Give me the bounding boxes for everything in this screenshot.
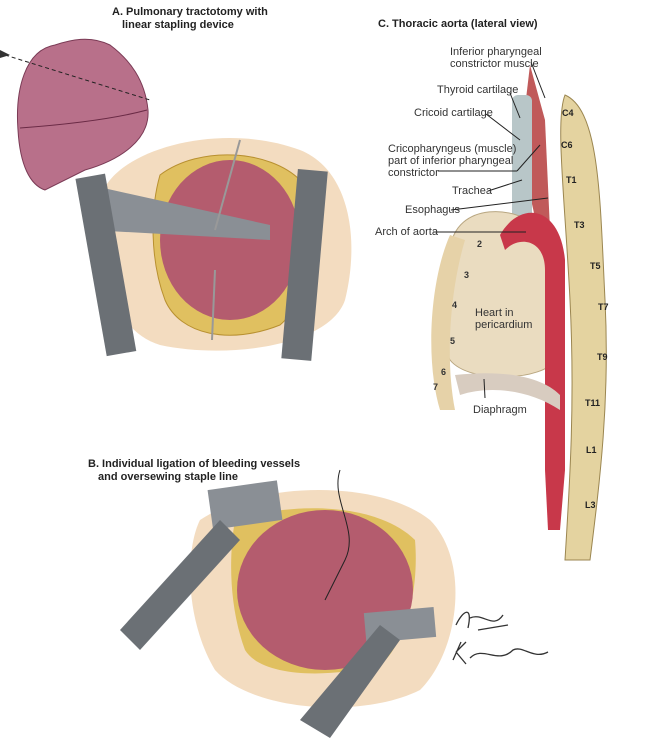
label-line: constrictor muscle	[450, 58, 539, 70]
surgical-field-a	[75, 138, 352, 361]
rib-label: 3	[464, 270, 470, 280]
label-line: Inferior pharyngeal	[450, 46, 542, 58]
panel-b-title-line1: B. Individual ligation of bleeding vesse…	[88, 458, 301, 470]
artist-signatures	[452, 611, 549, 665]
vertebra-label: T7	[598, 302, 609, 312]
panel-a-title: A. Pulmonary tractotomy with linear stap…	[112, 6, 268, 32]
label-line: Heart in	[475, 307, 514, 319]
label-inferior-pharyngeal: Inferior pharyngeal constrictor muscle	[450, 46, 542, 70]
label-arch-of-aorta: Arch of aorta	[375, 226, 438, 238]
label-line: Cricopharyngeus (muscle)	[388, 143, 517, 155]
label-cricopharyngeus: Cricopharyngeus (muscle) part of inferio…	[388, 143, 516, 179]
rib-label: 7	[433, 382, 439, 392]
vertebra-label: L1	[586, 445, 597, 455]
rib-label: 4	[452, 300, 458, 310]
label-thyroid-cartilage: Thyroid cartilage	[437, 84, 519, 96]
label-heart: Heart in pericardium	[475, 307, 532, 331]
panel-c-title: C. Thoracic aorta (lateral view)	[378, 18, 538, 30]
panel-b-title: B. Individual ligation of bleeding vesse…	[88, 458, 300, 484]
vertebra-label: T11	[585, 398, 601, 408]
rib-label: 5	[450, 336, 456, 346]
label-trachea: Trachea	[452, 185, 492, 197]
lung-drawing	[0, 38, 151, 191]
vertebra-label: L3	[585, 500, 596, 510]
label-esophagus: Esophagus	[405, 204, 461, 216]
thoracic-aorta-drawing	[431, 65, 607, 561]
label-diaphragm: Diaphragm	[473, 404, 527, 416]
label-line: constrictor	[388, 167, 439, 179]
label-line: part of inferior pharyngeal	[388, 155, 514, 167]
rib-label: 2	[477, 239, 483, 249]
vertebra-label: T5	[590, 261, 601, 271]
panel-b-title-line2: and oversewing staple line	[98, 471, 238, 483]
panel-a-title-line1: A. Pulmonary tractotomy with	[112, 6, 268, 18]
surgical-field-b	[120, 469, 456, 738]
label-line: pericardium	[475, 319, 533, 331]
vertebra-label: T1	[566, 175, 577, 185]
rib-label: 6	[441, 367, 447, 377]
vertebra-label: C6	[561, 140, 573, 150]
leader-lines	[433, 61, 549, 399]
panel-a-title-line2: linear stapling device	[122, 19, 234, 31]
vertebra-label: C4	[562, 108, 574, 118]
vertebra-label: T9	[597, 352, 608, 362]
vertebra-label: T3	[574, 220, 585, 230]
label-cricoid-cartilage: Cricoid cartilage	[414, 107, 493, 119]
